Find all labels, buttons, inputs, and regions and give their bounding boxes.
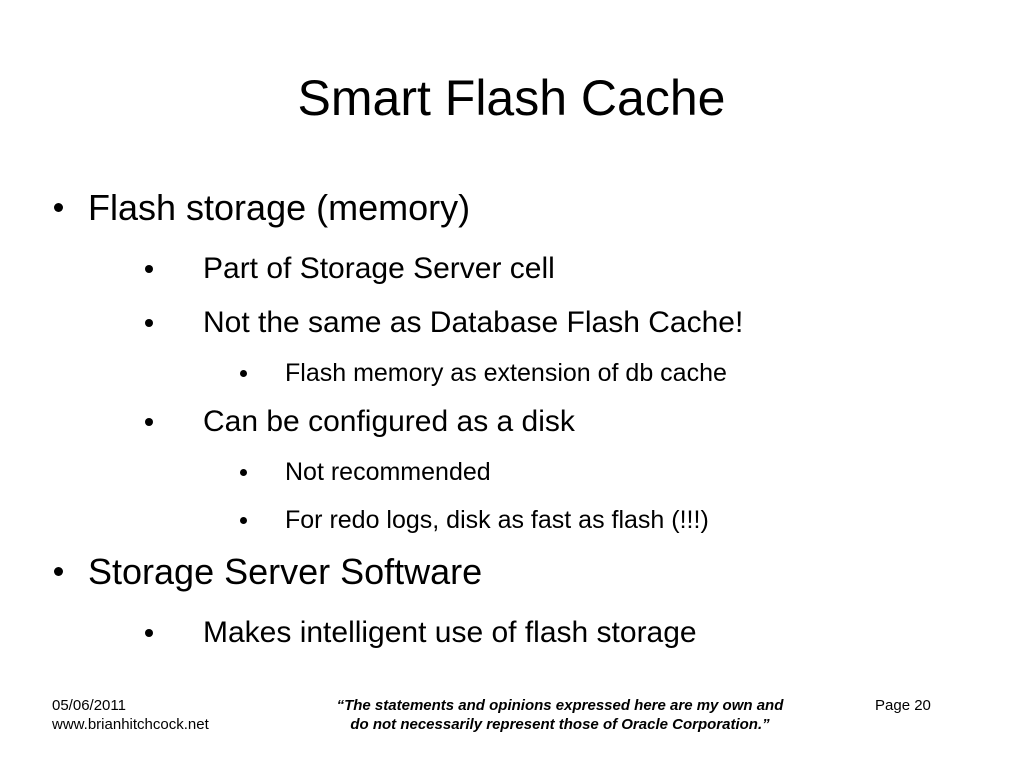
page-number: Page 20 — [875, 697, 931, 714]
footer-website: www.brianhitchcock.net — [52, 716, 209, 733]
bullet-text: Not recommended — [285, 458, 491, 486]
bullet-dot-icon — [240, 469, 247, 476]
bullet-dot-icon — [54, 567, 63, 576]
bullet-dot-icon — [145, 418, 153, 426]
footer-date-site: 05/06/2011 www.brianhitchcock.net — [52, 696, 209, 734]
bullet-dot-icon — [145, 629, 153, 637]
bullet-dot-icon — [145, 265, 153, 273]
bullet-text: Can be configured as a disk — [203, 405, 575, 438]
disclaimer-line-2: do not necessarily represent those of Or… — [350, 716, 770, 733]
bullet-text: Flash memory as extension of db cache — [285, 359, 727, 387]
disclaimer-line-1: “The statements and opinions expressed h… — [336, 697, 784, 714]
bullet-text: Storage Server Software — [88, 551, 483, 592]
footer-date: 05/06/2011 — [52, 697, 126, 714]
bullet-dot-icon — [240, 370, 247, 377]
bullet-dot-icon — [54, 203, 63, 212]
bullet-dot-icon — [240, 517, 247, 524]
bullet-text: Makes intelligent use of flash storage — [203, 616, 697, 649]
footer-disclaimer: “The statements and opinions expressed h… — [260, 696, 860, 734]
bullet-text: Part of Storage Server cell — [203, 252, 555, 285]
bullet-text: Flash storage (memory) — [88, 187, 471, 228]
bullet-text: For redo logs, disk as fast as flash (!!… — [285, 506, 709, 534]
slide-title: Smart Flash Cache — [297, 70, 726, 126]
bullet-dot-icon — [145, 319, 153, 327]
bullet-text: Not the same as Database Flash Cache! — [203, 306, 744, 339]
